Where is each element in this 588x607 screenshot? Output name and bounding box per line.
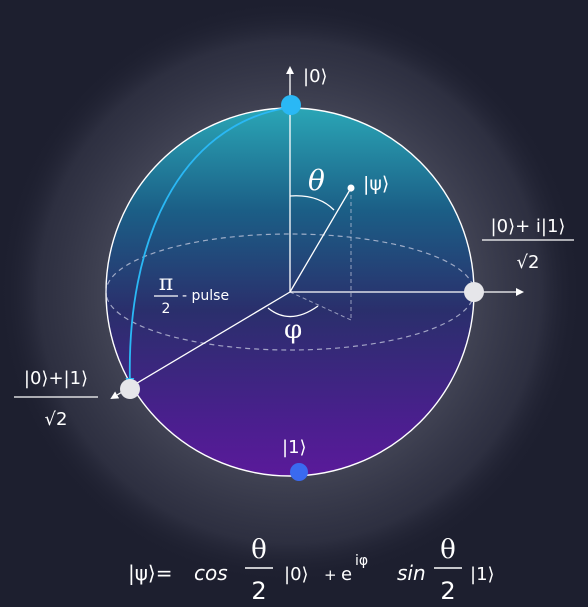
theta-symbol: θ — [308, 164, 325, 197]
state-formula: |ψ⟩= cos θ 2 |0⟩ + e iφ sin θ 2 |1⟩ — [128, 535, 495, 605]
right-state-point — [464, 282, 484, 302]
formula-cos: cos — [194, 561, 228, 585]
pulse-denominator: 2 — [162, 301, 171, 317]
left-state-denominator: √2 — [45, 409, 68, 430]
formula-exp-base: e — [341, 564, 352, 585]
formula-ket1: |1⟩ — [470, 564, 495, 585]
formula-lhs: |ψ⟩= — [128, 561, 173, 585]
formula-den-2: 2 — [440, 577, 455, 605]
formula-exp-power: iφ — [355, 553, 368, 569]
formula-den-1: 2 — [251, 577, 266, 605]
right-state-denominator: √2 — [517, 252, 540, 273]
state-vector — [289, 187, 352, 293]
formula-ket0: |0⟩ — [284, 564, 309, 585]
x-axis — [110, 291, 291, 400]
right-state-numerator: |0⟩+ i|1⟩ — [491, 216, 566, 237]
theta-arc — [289, 195, 335, 211]
formula-plus: + — [324, 566, 337, 584]
formula-theta-2: θ — [440, 535, 456, 565]
state-vector-tip — [347, 184, 355, 192]
formula-theta-1: θ — [251, 535, 267, 565]
pole-bottom-point — [290, 463, 308, 481]
left-state-point — [120, 379, 140, 399]
phi-arc — [267, 305, 319, 318]
phi-symbol: φ — [284, 315, 302, 345]
pole-top-label: |0⟩ — [303, 66, 328, 87]
pole-top-point — [281, 95, 301, 115]
pole-bottom-label: |1⟩ — [282, 437, 307, 458]
left-state-numerator: |0⟩+|1⟩ — [24, 368, 88, 389]
formula-sin: sin — [397, 561, 426, 585]
pulse-arc — [125, 107, 287, 387]
pulse-numerator: π — [159, 271, 173, 296]
state-label: |ψ⟩ — [363, 173, 389, 195]
pulse-suffix: - pulse — [182, 288, 229, 304]
